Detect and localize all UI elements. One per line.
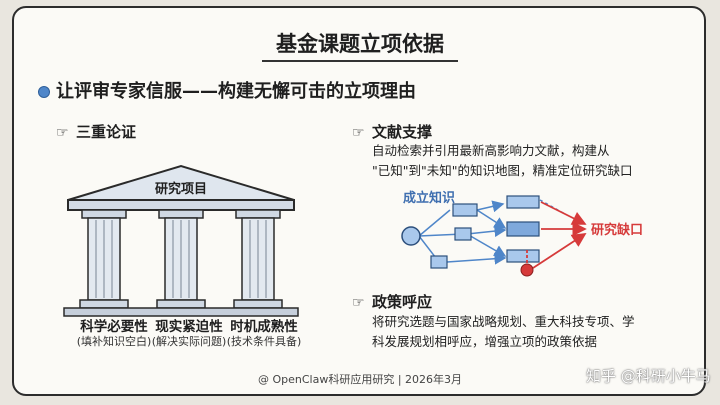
pillar-label-2: 现实紧迫性 [155, 319, 223, 335]
section-heading-literature-label: 文献支撑 [372, 123, 433, 141]
knowledge-map: 成立知识 研究缺口 [401, 190, 643, 277]
pillar-1 [79, 209, 129, 309]
pillar-label-1: 科学必要性 [80, 319, 148, 335]
section-heading-triple-label: 三重论证 [76, 123, 137, 141]
temple-diagram: 研究项目 [63, 164, 299, 317]
pointing-hand-icon: ☞ [56, 125, 69, 141]
known-knowledge-label: 成立知识 [403, 190, 455, 206]
title-underline [262, 60, 458, 62]
origin-node [401, 226, 421, 246]
node-c [430, 255, 448, 269]
pillar-sub-1: (填补知识空白) [76, 335, 152, 348]
temple-base [63, 307, 299, 317]
research-gap-label: 研究缺口 [591, 222, 643, 238]
pointing-hand-icon: ☞ [352, 125, 365, 141]
gap-node [520, 263, 534, 277]
node-f [506, 249, 540, 263]
policy-line-2: 科发展规划相呼应，增强立项的政策依据 [372, 334, 598, 349]
pillar-3 [233, 209, 283, 309]
roof-label: 研究项目 [155, 181, 207, 197]
watermark: 知乎 @科研小牛马 [586, 367, 711, 385]
literature-line-1: 自动检索并引用最新高影响力文献，构建从 [372, 143, 610, 158]
literature-text: 自动检索并引用最新高影响力文献，构建从 "已知"到"未知"的知识地图，精准定位研… [372, 141, 633, 181]
node-d [506, 195, 540, 209]
pillar-sub-2: (解决实际问题) [151, 335, 227, 348]
temple-beam [67, 199, 295, 211]
section-heading-policy: ☞ 政策呼应 [352, 291, 432, 312]
node-b [454, 227, 472, 241]
bullet-dot-icon [38, 86, 50, 98]
footer-credit: @ OpenClaw科研应用研究 | 2026年3月 [257, 373, 463, 386]
pillar-sub-3: (技术条件具备) [226, 335, 302, 348]
page-title: 基金课题立项依据 [276, 32, 444, 56]
section-heading-literature: ☞ 文献支撑 [352, 121, 432, 142]
section-heading-policy-label: 政策呼应 [372, 293, 433, 311]
node-e [506, 221, 540, 237]
section-heading-triple: ☞ 三重论证 [56, 121, 136, 142]
policy-line-1: 将研究选题与国家战略规划、重大科技专项、学 [372, 314, 635, 329]
node-a [452, 203, 478, 217]
pointing-hand-icon: ☞ [352, 295, 365, 311]
pillar-2 [156, 209, 206, 309]
policy-text: 将研究选题与国家战略规划、重大科技专项、学 科发展规划相呼应，增强立项的政策依据 [372, 312, 635, 352]
literature-line-2: "已知"到"未知"的知识地图，精准定位研究缺口 [372, 163, 633, 178]
main-bullet: 让评审专家信服——构建无懈可击的立项理由 [56, 81, 416, 102]
pillar-label-3: 时机成熟性 [230, 319, 298, 335]
